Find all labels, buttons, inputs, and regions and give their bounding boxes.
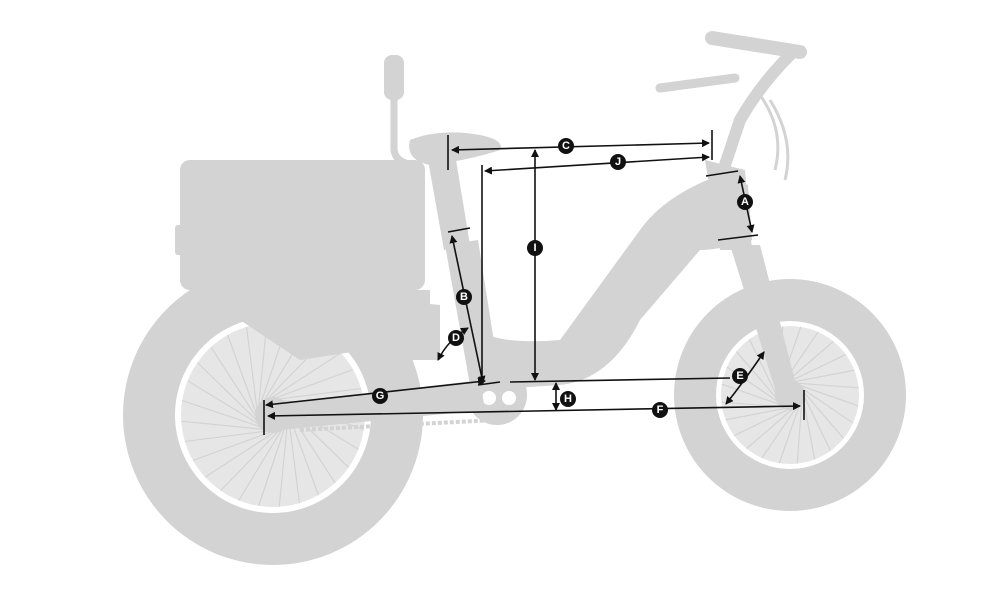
- handlebar-grip: [705, 31, 807, 59]
- spoke: [196, 362, 267, 430]
- crank-hole-left: [482, 391, 496, 405]
- dim-b-line: [449, 235, 486, 384]
- badge-b: B: [456, 289, 472, 305]
- spoke: [245, 326, 260, 423]
- spoke: [238, 418, 290, 501]
- badge-c: C: [558, 138, 574, 154]
- main-frame: [478, 175, 752, 390]
- seat-post: [428, 160, 470, 250]
- backrest-post: [390, 95, 421, 169]
- svg-text:B: B: [460, 291, 468, 303]
- dim-c-line: [451, 139, 710, 154]
- spoke: [227, 334, 262, 426]
- svg-text:C: C: [562, 140, 570, 152]
- badge-d: D: [448, 330, 464, 346]
- spoke: [204, 424, 286, 478]
- svg-text:J: J: [615, 156, 621, 168]
- brake-lever: [655, 73, 740, 93]
- stem: [719, 49, 796, 171]
- brake-cable: [758, 94, 780, 171]
- dim-b-ext-top: [447, 227, 471, 233]
- spoke: [796, 391, 804, 464]
- motor-area: [390, 300, 440, 360]
- dimension-lines: [263, 130, 805, 435]
- badge-h: H: [560, 391, 576, 407]
- badge-g: G: [372, 388, 388, 404]
- svg-text:E: E: [736, 370, 743, 382]
- bike-silhouette: [123, 31, 906, 565]
- spoke: [256, 323, 268, 419]
- spoke: [210, 346, 264, 428]
- spoke: [181, 420, 277, 432]
- spoke: [793, 381, 854, 424]
- badge-i: I: [527, 240, 543, 256]
- chain: [299, 418, 496, 432]
- rear-cargo-box: [180, 160, 425, 290]
- spoke: [181, 400, 274, 432]
- spoke: [748, 338, 782, 405]
- dim-a-ext-top: [705, 170, 739, 177]
- front-fork: [730, 245, 800, 405]
- svg-text:I: I: [533, 242, 536, 254]
- backrest-pad: [384, 55, 404, 100]
- dim-a-ext-bottom: [717, 234, 759, 241]
- spoke: [789, 381, 859, 407]
- cargo-box-handle: [175, 225, 193, 255]
- svg-text:F: F: [657, 404, 664, 416]
- badge-f: F: [652, 402, 668, 418]
- shift-cable: [768, 99, 790, 181]
- spoke: [187, 380, 270, 432]
- dim-j-line: [484, 153, 710, 175]
- badge-a: A: [737, 194, 753, 210]
- badge-j: J: [610, 154, 626, 170]
- spoke: [192, 426, 284, 461]
- spoke: [783, 369, 855, 385]
- spoke: [258, 414, 290, 507]
- svg-text:A: A: [741, 196, 749, 208]
- spoke: [220, 421, 288, 492]
- dimension-badges: C J I A B D G E F H: [372, 138, 753, 418]
- svg-text:G: G: [376, 390, 385, 402]
- rear-rack: [230, 290, 430, 360]
- crank-hole-right: [502, 391, 516, 405]
- svg-text:D: D: [452, 332, 460, 344]
- spoke: [786, 381, 859, 389]
- dim-f-line: [267, 402, 801, 420]
- badge-e: E: [732, 368, 748, 384]
- dim-e-baseline: [509, 377, 731, 383]
- svg-text:H: H: [564, 393, 572, 405]
